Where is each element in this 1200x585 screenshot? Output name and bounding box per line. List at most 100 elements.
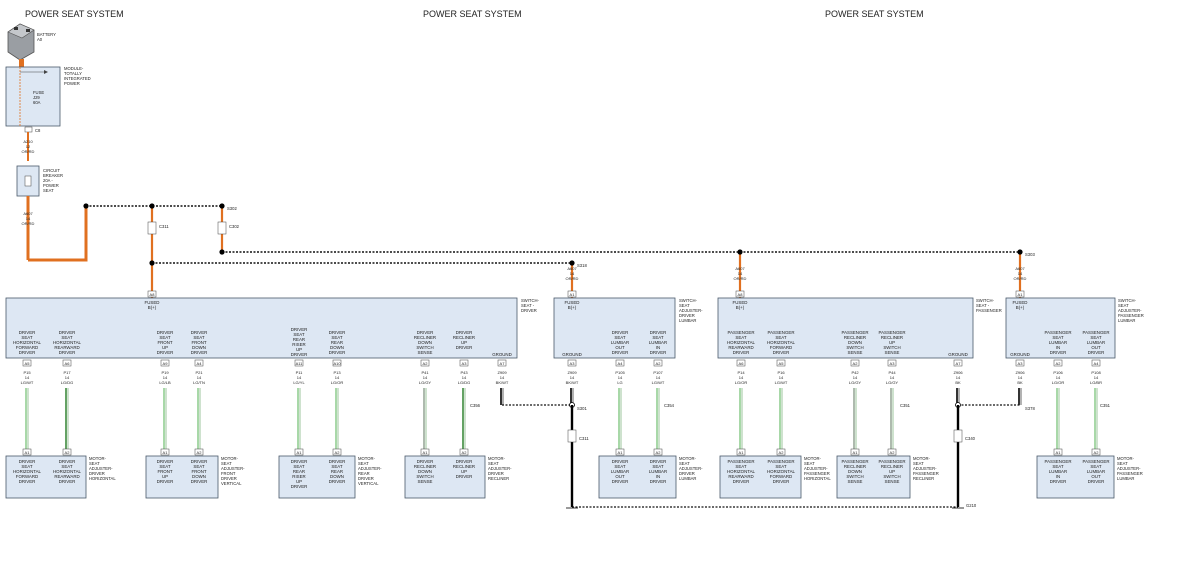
func-wire-label: LG/GY bbox=[419, 380, 432, 385]
motor-name-line: MOTOR- bbox=[679, 456, 697, 461]
func-wire-label: 14 bbox=[197, 375, 202, 380]
func-wire-label: P42 bbox=[851, 370, 859, 375]
func-wire-label: LG/WT bbox=[652, 380, 665, 385]
switch-func-pin-label: A2 bbox=[423, 361, 429, 366]
switch-power-pin bbox=[567, 290, 577, 298]
switch-func-pin bbox=[194, 359, 204, 367]
switch-func-label: DRIVER bbox=[291, 327, 308, 332]
switch-func-label: DOWN bbox=[192, 345, 206, 350]
switch-func-pin bbox=[567, 359, 577, 367]
switch-power-pin bbox=[735, 290, 745, 298]
switch-name-line: SWITCH- bbox=[679, 298, 698, 303]
motor-name-line: SEAT bbox=[913, 461, 924, 466]
func-wire-label: 14 bbox=[500, 375, 505, 380]
func-wire-label: 14 bbox=[739, 375, 744, 380]
battery-sub: A0 bbox=[37, 37, 43, 42]
motor-cell-label: REAR bbox=[293, 469, 305, 474]
motor-name-line: PASSENGER bbox=[804, 471, 830, 476]
motor-pin bbox=[160, 448, 170, 456]
motor-cell-label: DRIVER bbox=[291, 459, 308, 464]
switch-func-label: SENSE bbox=[885, 350, 900, 355]
switch-name-line: ADJUSTER- bbox=[1118, 308, 1142, 313]
wire-a210-circuit: A210 bbox=[23, 139, 33, 144]
switch-func-label: SENSE bbox=[848, 350, 863, 355]
switch-func-label: LUMBAR bbox=[1049, 340, 1067, 345]
motor-seat-adjuster bbox=[598, 455, 677, 499]
switch-power-pin bbox=[147, 290, 157, 298]
switch-func-label: GROUND bbox=[562, 352, 582, 357]
splice-s318: S318 bbox=[577, 263, 587, 268]
motor-pin bbox=[615, 448, 625, 456]
motor-cell-label: DRIVER bbox=[329, 459, 346, 464]
motor-seat-adjuster bbox=[145, 455, 219, 499]
switch-func-label: IN bbox=[1056, 345, 1060, 350]
motor-cell-label: SWITCH bbox=[846, 474, 863, 479]
motor-cell-label: SEAT bbox=[61, 464, 72, 469]
motor-cell-label: UP bbox=[162, 474, 168, 479]
motor-cell-label: DRIVER bbox=[59, 459, 76, 464]
tipm-sub2: INTEGRATED bbox=[64, 76, 91, 81]
switch-func-pin bbox=[615, 359, 625, 367]
motor-cell-label: SWITCH bbox=[883, 474, 900, 479]
switch-func-label: RECLINER bbox=[844, 335, 866, 340]
motor-cell-label: IN bbox=[1056, 474, 1060, 479]
motor-name-line: MOTOR- bbox=[1117, 456, 1135, 461]
switch-func-pin bbox=[1053, 359, 1063, 367]
switch-func-label: LUMBAR bbox=[611, 340, 629, 345]
motor-pin-label: A2 bbox=[197, 450, 203, 455]
switch-func-label: SEAT bbox=[193, 335, 204, 340]
motor-cell-label: SEAT bbox=[614, 464, 625, 469]
switch-func-pin bbox=[459, 359, 469, 367]
motor-name-line: ADJUSTER- bbox=[1117, 466, 1141, 471]
section-header-3: POWER SEAT SYSTEM bbox=[825, 9, 924, 19]
motor-name-line: DRIVER bbox=[358, 476, 374, 481]
motor-cell-label: HORIZONTAL bbox=[13, 469, 42, 474]
motor-name-line: ADJUSTER- bbox=[679, 466, 703, 471]
motor-seat-adjuster bbox=[836, 455, 911, 499]
switch-power-pin-label: A8 bbox=[150, 292, 156, 297]
motor-cell-label: RISER bbox=[292, 474, 305, 479]
switch-func-label: FORWARD bbox=[770, 345, 792, 350]
switch-func-label: RECLINER bbox=[453, 335, 475, 340]
motor-cell-label: DRIVER bbox=[612, 459, 629, 464]
motor-pin bbox=[22, 448, 32, 456]
switch-func-pin-label: A6 bbox=[739, 361, 745, 366]
switch-name-line: LUMBAR bbox=[1118, 318, 1135, 323]
motor-name-line: VERTICAL bbox=[221, 481, 242, 486]
motor-pin-label: A2 bbox=[656, 450, 662, 455]
motor-seat-adjuster bbox=[719, 455, 802, 499]
motor-cell-label: SWITCH bbox=[416, 474, 433, 479]
switch-func-pin-label: A4 bbox=[197, 361, 203, 366]
func-wire-label: 14 bbox=[65, 375, 70, 380]
switch-func-label: DRIVER bbox=[19, 330, 36, 335]
func-wire-label: 14 bbox=[1056, 375, 1061, 380]
motor-name-line: LUMBAR bbox=[679, 476, 696, 481]
switch-func-label: GROUND bbox=[492, 352, 512, 357]
b-plus-label: B(+) bbox=[568, 305, 577, 310]
motor-name-line: DRIVER bbox=[89, 471, 105, 476]
switch-func-label: REAR bbox=[293, 337, 305, 342]
connector-c340 bbox=[953, 429, 963, 443]
func-wire-label: BK/WT bbox=[496, 380, 509, 385]
switch-func-pin-label: A3 bbox=[570, 361, 576, 366]
motor-cell-label: DRIVER bbox=[329, 479, 346, 484]
switch-func-label: SEAT bbox=[21, 335, 32, 340]
func-wire-label: LG/DG bbox=[61, 380, 73, 385]
switch-func-label: LUMBAR bbox=[649, 340, 667, 345]
switch-power-pin-label: A1 bbox=[570, 292, 576, 297]
func-wire-label: 14 bbox=[1018, 375, 1023, 380]
func-wire-label: 14 bbox=[656, 375, 661, 380]
motor-name-line: ADJUSTER- bbox=[358, 466, 382, 471]
func-wire-label: 14 bbox=[618, 375, 623, 380]
motor-cell-label: OUT bbox=[1091, 474, 1101, 479]
power-wire-circuit: A607 bbox=[1015, 266, 1025, 271]
connector-c302 bbox=[217, 221, 227, 235]
switch-func-label: DRIVER bbox=[157, 350, 174, 355]
motor-name-line: ADJUSTER- bbox=[221, 466, 245, 471]
motor-name-line: SEAT bbox=[358, 461, 369, 466]
fuse-amperage: 60A bbox=[33, 100, 41, 105]
switch-func-label: DRIVER bbox=[291, 352, 308, 357]
switch-func-label: REAR bbox=[331, 340, 343, 345]
switch-func-label: DRIVER bbox=[1088, 350, 1105, 355]
switch-func-label: DOWN bbox=[330, 345, 344, 350]
